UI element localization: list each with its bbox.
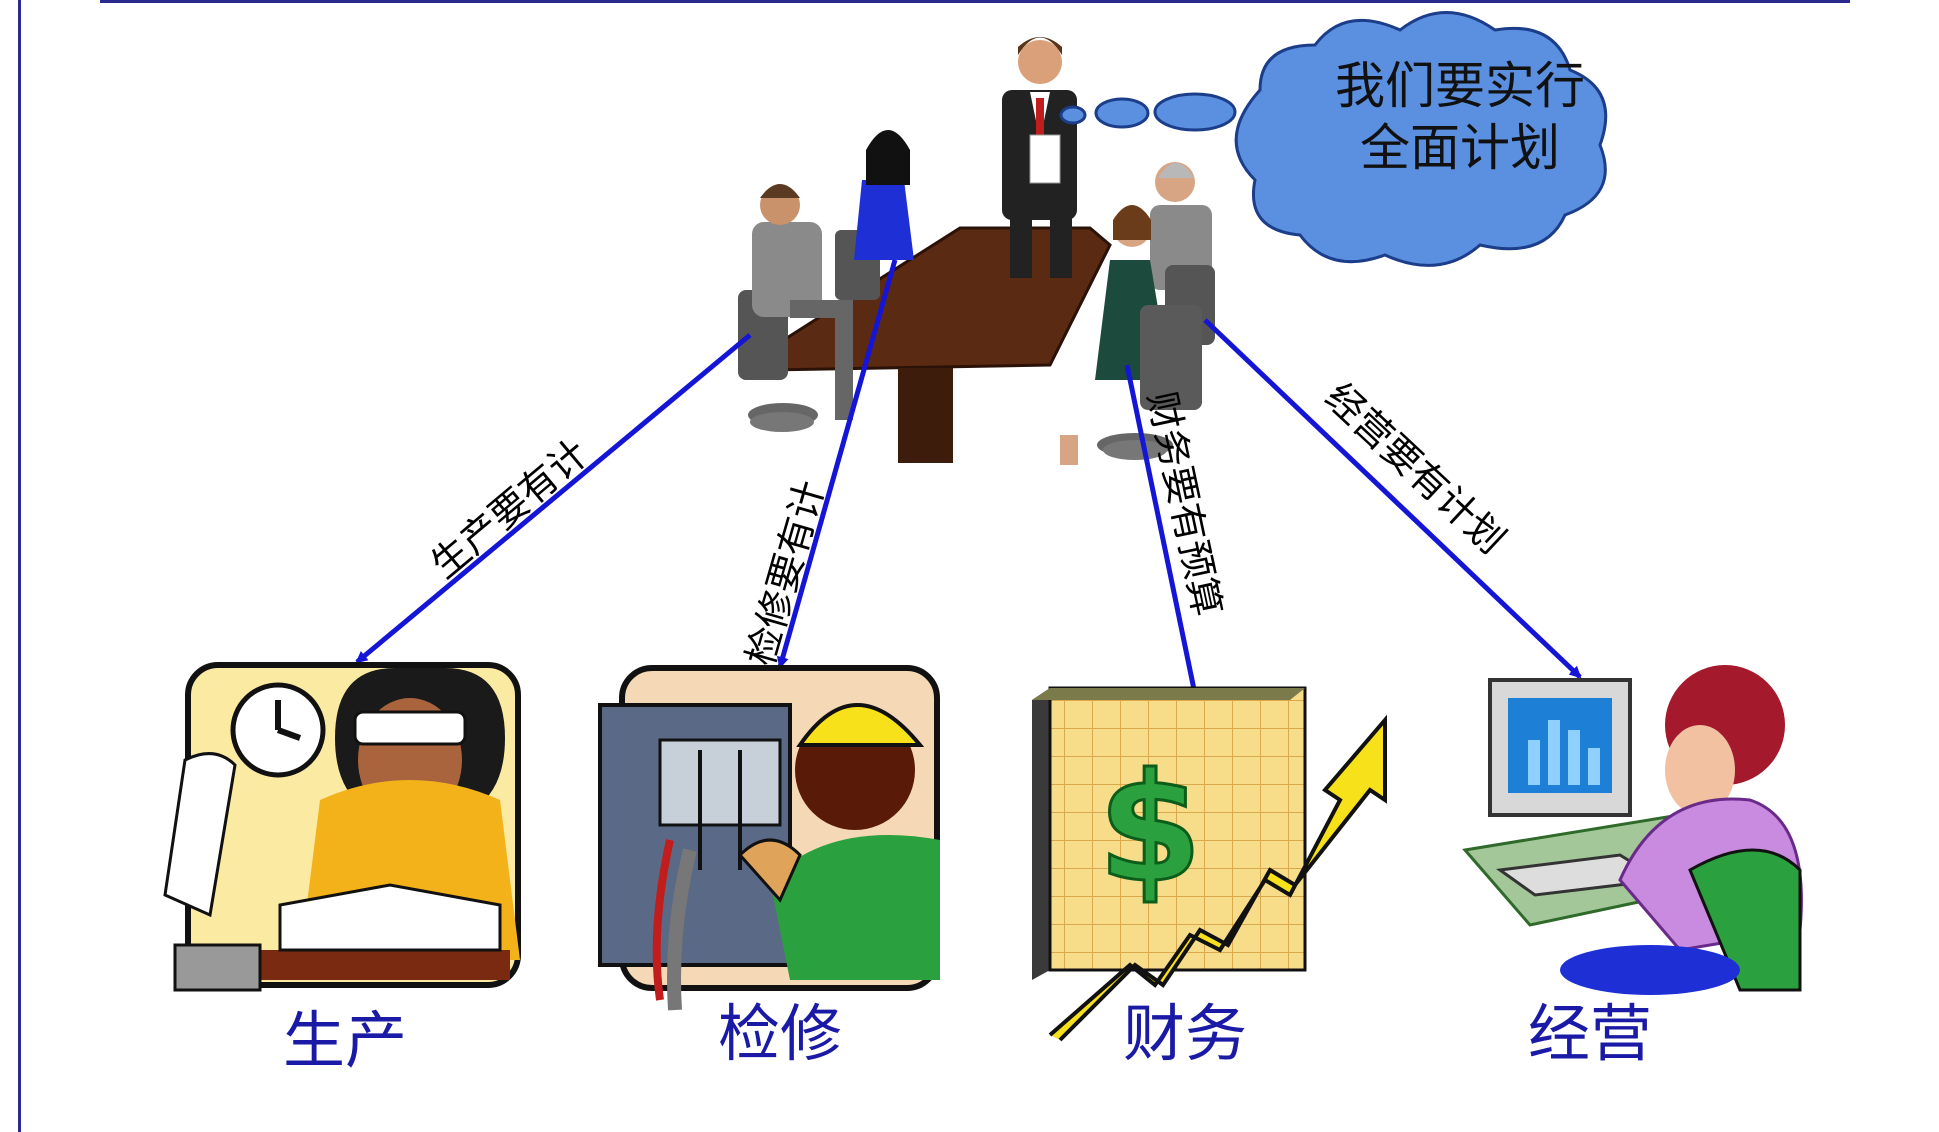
arrow-production <box>355 333 752 664</box>
meeting-scene-illustration <box>738 37 1215 465</box>
production-clipart <box>163 662 521 992</box>
bubble-text-line2: 全面计划 <box>1360 119 1560 177</box>
woman-green-figure <box>1060 205 1202 465</box>
chair-base <box>1103 440 1167 460</box>
arrow-label-business: 经营要有计划 <box>1317 374 1514 562</box>
dollar-sign-icon: $ <box>1098 742 1202 916</box>
maintenance-clipart <box>598 665 940 1011</box>
slide-top-border <box>100 0 1850 3</box>
table-leg <box>898 368 953 463</box>
slide-left-border <box>18 0 21 1132</box>
department-label-business: 经营 <box>1528 997 1652 1070</box>
chair-base <box>750 412 814 432</box>
department-label-maintenance: 检修 <box>718 997 842 1070</box>
woman-blue-figure <box>835 130 914 300</box>
arrow-label-finance: 财务要有预算 <box>1139 388 1229 620</box>
business-clipart <box>1462 665 1803 995</box>
department-label-production: 生产 <box>283 1004 407 1077</box>
arrow-finance <box>1124 364 1207 735</box>
arrows-group <box>355 259 1582 735</box>
hardhat-icon <box>796 703 925 747</box>
arrow-label-production: 生产要有计 <box>423 431 597 587</box>
department-label-finance: 财务 <box>1123 997 1247 1070</box>
arrow-maintenance <box>776 259 898 669</box>
finance-clipart: $ <box>1032 686 1387 1042</box>
arrow-label-maintenance: 检修要有计 <box>738 476 833 671</box>
bubble-text-line1: 我们要实行 <box>1335 57 1585 115</box>
thought-bubble <box>1059 11 1608 267</box>
growth-arrow-icon <box>1048 714 1387 1042</box>
arrow-business <box>1203 318 1582 679</box>
seated-man-left-figure <box>738 184 853 427</box>
standing-presenter-figure <box>1002 37 1077 278</box>
